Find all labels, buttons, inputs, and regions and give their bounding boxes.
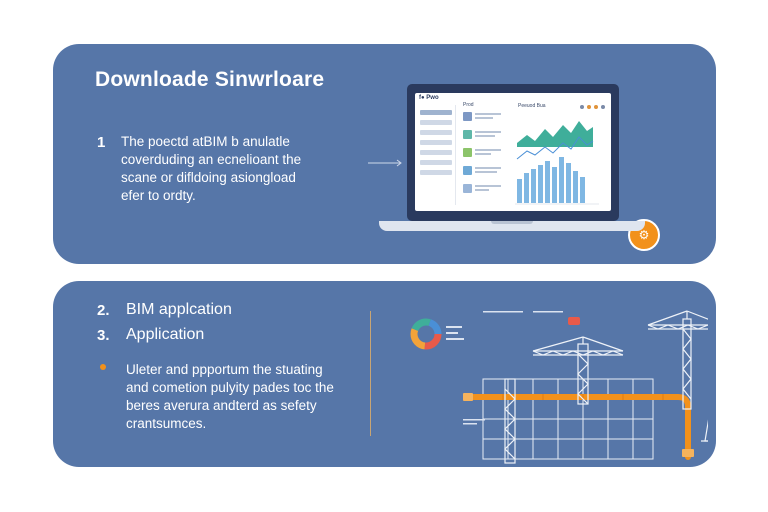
list-item [463,109,507,123]
bullet-icon [100,364,106,370]
bullet-line: and cometion pulyity pades toc the [126,380,334,395]
step-1-description: The poectd atBIM b anulatle coverduding … [121,133,301,205]
bullet-line: Uleter and ppportum the stuating [126,362,323,377]
list-item [463,181,507,195]
step-number-1: 1 [97,134,106,151]
pipeline-icon [470,394,691,460]
app-sidebar [417,105,456,205]
panel-right-label: Peeuod Bua [518,103,546,109]
card-title: Downloade Sinwrloare [95,68,325,91]
bullet-description: Uleter and ppportum the stuating and com… [126,361,334,433]
arrow-right-icon [368,159,402,167]
step-1-line: coverduding an ecnelioant the [121,152,302,167]
window-controls [577,96,605,114]
step-1-line: scane or difldoing asiongload [121,170,296,185]
step-1-line: efer to ordty. [121,188,196,203]
step-2-label: BIM applcation [126,301,232,318]
app-brand: f● Pwo [419,95,439,101]
step-number-3: 3. [97,327,110,344]
dashboard-chart [515,121,599,205]
donut-chart-icon [410,318,442,350]
crane-icon [504,310,708,464]
laptop-icon: f● Pwo Prod Peeuod Bua [379,84,660,251]
construction-illustration [410,310,708,464]
file-list [463,109,507,199]
list-item [463,127,507,141]
laptop-base [379,221,645,231]
step-1-line: The poectd atBIM b anulatle [121,134,290,149]
step-3-label: Application [126,326,205,343]
list-item [463,145,507,159]
step-number-2: 2. [97,302,110,319]
bullet-line: beres averura andterd as sefety [126,398,317,413]
panel-left-label: Prod [463,102,474,108]
download-software-card: Downloade Sinwrloare 1 The poectd atBIM … [53,44,716,264]
bullet-line: crantsumces. [126,416,207,431]
vertical-divider [370,311,371,436]
app-screen: f● Pwo Prod Peeuod Bua [415,93,611,211]
list-item [463,163,507,177]
bim-application-card: 2. BIM applcation 3. Application Uleter … [53,281,716,467]
laptop-screen-bezel: f● Pwo Prod Peeuod Bua [407,84,619,221]
